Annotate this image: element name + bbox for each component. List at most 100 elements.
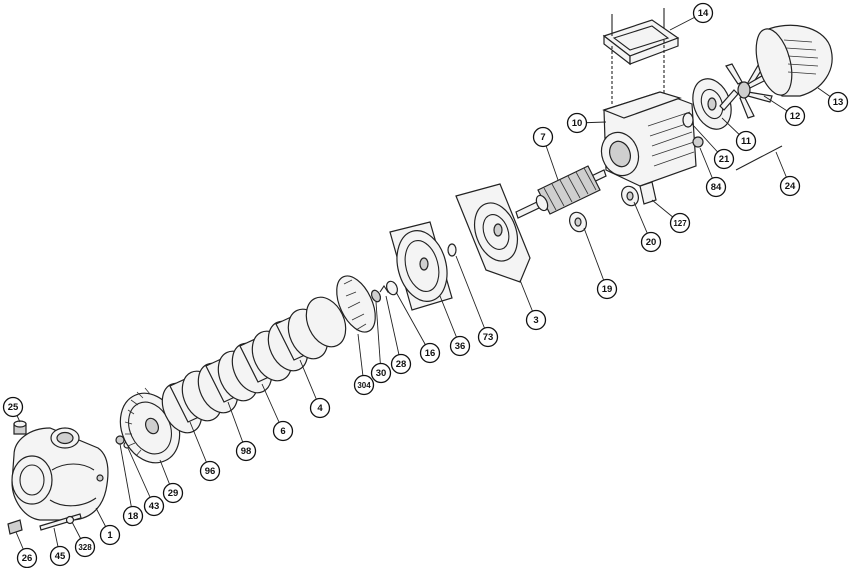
callout-3: 3 <box>519 279 547 331</box>
callout-bubble <box>532 126 554 148</box>
fan-cover-part-13 <box>755 24 833 97</box>
callout-28: 28 <box>385 295 412 375</box>
part-number-label: 11 <box>741 136 752 147</box>
callout-bubble <box>640 231 662 253</box>
callout-bubble <box>370 362 392 384</box>
part-number-label: 21 <box>719 154 730 165</box>
callout-12: 12 <box>763 95 806 127</box>
part-number-label: 24 <box>785 181 796 192</box>
oring-part-21 <box>682 112 694 128</box>
callout-bubble <box>705 176 727 198</box>
callout-bubble <box>390 353 412 375</box>
callout-leader-line <box>127 447 155 507</box>
callout-1: 1 <box>95 507 121 546</box>
part-number-label: 3 <box>533 315 538 326</box>
callout-84: 84 <box>699 147 727 198</box>
part-number-label: 13 <box>833 97 844 108</box>
part-number-label: 36 <box>455 341 466 352</box>
callout-328: 328 <box>71 521 96 558</box>
callout-bubble <box>199 460 221 482</box>
part-number-label: 328 <box>78 543 92 552</box>
callout-bubble <box>566 112 588 134</box>
part-number-label: 7 <box>540 132 545 143</box>
callout-18: 18 <box>119 443 144 527</box>
part-number-label: 127 <box>673 219 687 228</box>
callout-bubble <box>779 175 801 197</box>
part-number-label: 98 <box>241 446 252 457</box>
seal-plate-part-36 <box>389 221 453 311</box>
part-number-label: 12 <box>790 111 801 122</box>
callout-bubble <box>235 440 257 462</box>
callout-bubble <box>353 374 375 396</box>
callout-bubble <box>74 536 96 558</box>
motor-housing-part-10 <box>600 91 697 187</box>
bearing-part-19 <box>569 211 587 233</box>
part-number-label: 96 <box>205 466 216 477</box>
callout-10: 10 <box>566 112 607 134</box>
callout-bubble <box>596 278 618 300</box>
motor-bracket-part-3 <box>455 183 531 283</box>
part-number-label: 10 <box>572 118 583 129</box>
part-number-label: 4 <box>317 403 323 414</box>
callout-bubble <box>669 212 691 234</box>
part-number-label: 1 <box>107 530 113 541</box>
part-number-label: 84 <box>711 182 722 193</box>
callout-leader-line <box>119 443 134 517</box>
part-number-label: 26 <box>22 553 33 564</box>
part-number-label: 19 <box>602 284 613 295</box>
part-number-label: 28 <box>396 359 407 370</box>
callout-bubble <box>784 105 806 127</box>
callout-73: 73 <box>455 255 499 348</box>
callout-25: 25 <box>2 396 24 423</box>
callout-127: 127 <box>651 199 691 234</box>
stage-part-4 <box>267 296 347 372</box>
callout-bubble <box>525 309 547 331</box>
part-number-label: 18 <box>128 511 139 522</box>
part-number-label: 14 <box>698 8 709 19</box>
impeller-part-304 <box>336 275 376 333</box>
bearing-part-20 <box>621 185 639 207</box>
callout-19: 19 <box>583 227 618 300</box>
ring-part-73 <box>447 243 457 257</box>
callout-bubble <box>735 130 757 152</box>
callout-leader-line <box>583 227 608 290</box>
callout-leader-line <box>375 301 382 374</box>
callout-bubble <box>122 505 144 527</box>
callout-bubble <box>477 326 499 348</box>
callout-bubble <box>49 545 71 567</box>
rotor-shaft-part-7 <box>515 165 607 219</box>
callout-bubble <box>309 397 331 419</box>
callout-6: 6 <box>261 383 294 442</box>
washer-part-328 <box>65 515 75 525</box>
part-number-label: 25 <box>8 402 19 413</box>
callout-304: 304 <box>353 333 375 396</box>
callout-45: 45 <box>49 527 71 567</box>
part-number-label: 43 <box>149 501 160 512</box>
part-number-label: 304 <box>357 381 371 390</box>
part-number-label: 6 <box>280 426 285 437</box>
callout-4: 4 <box>299 359 331 419</box>
callout-bubble <box>143 495 165 517</box>
nut-part-84 <box>692 136 704 148</box>
pump-body-part-1 <box>11 427 109 521</box>
callout-96: 96 <box>189 421 221 482</box>
part-number-label: 45 <box>55 551 66 562</box>
callout-43: 43 <box>127 447 165 517</box>
callout-21: 21 <box>691 123 735 170</box>
end-shield-part-11 <box>692 78 732 130</box>
callout-leader-line <box>385 295 402 365</box>
part-number-label: 73 <box>483 332 494 343</box>
callout-bubble <box>713 148 735 170</box>
spacer-part-30 <box>370 289 382 303</box>
callout-bubble <box>272 420 294 442</box>
drain-plug-part-26 <box>7 519 23 535</box>
callout-11: 11 <box>721 117 757 152</box>
callout-leader-line <box>455 255 489 338</box>
callout-36: 36 <box>439 295 471 357</box>
part-number-label: 29 <box>168 488 179 499</box>
callout-bubble <box>99 524 121 546</box>
callout-30: 30 <box>370 301 392 384</box>
